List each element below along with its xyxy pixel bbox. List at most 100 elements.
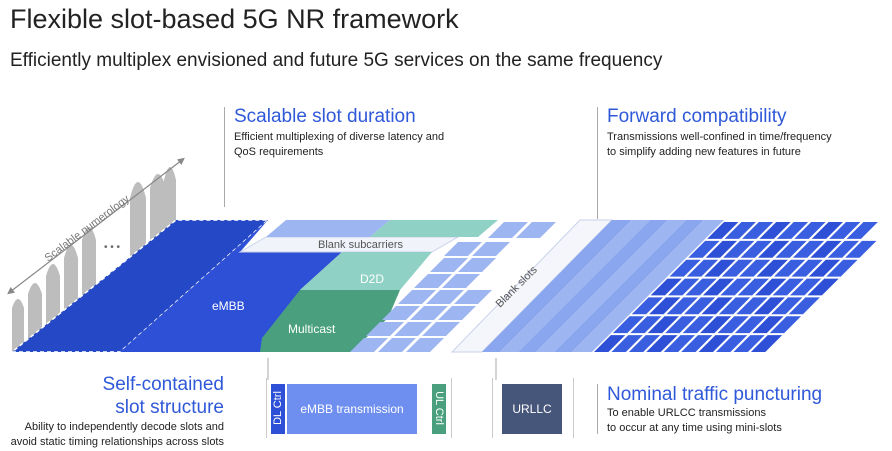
forward-grid-cell <box>753 297 786 315</box>
forward-grid-cell <box>829 222 861 239</box>
self-contained-text: Ability to independently decode slots an… <box>11 420 224 450</box>
forward-grid-cell <box>702 278 735 296</box>
multicast-label: Multicast <box>288 322 336 336</box>
forward-grid-cell <box>756 259 788 277</box>
forward-grid-cell <box>665 316 697 334</box>
forward-grid-cell <box>718 297 751 315</box>
forward-grid-cell <box>668 278 700 296</box>
forward-grid-cell <box>811 222 844 239</box>
puncturing-line1: To enable URLCC transmissions <box>607 407 766 419</box>
forward-grid-cell <box>724 222 756 239</box>
dl-ctrl-box: DL Ctrl <box>271 384 285 434</box>
self-contained-heading1: Self-contained <box>102 374 224 395</box>
forward-grid-cell <box>771 297 803 315</box>
dl-ctrl-label: DL Ctrl <box>272 391 284 425</box>
forward-grid-cell <box>846 222 878 239</box>
upper-strip-teal <box>370 220 498 237</box>
forward-grid-cell <box>758 240 790 258</box>
forward-grid-cell <box>734 316 767 334</box>
forward-grid-cell <box>682 316 714 334</box>
scalable-slot-line2: QoS requirements <box>234 146 324 158</box>
forward-grid-cell <box>742 222 774 239</box>
forward-grid-cell <box>684 297 716 315</box>
forward-grid-cell <box>628 335 661 352</box>
page-subtitle: Efficiently multiplex envisioned and fut… <box>10 50 663 71</box>
forward-grid-cell <box>723 240 755 258</box>
puncturing-line2: to occur at any time using mini-slots <box>607 422 782 434</box>
forward-grid-cell <box>827 240 860 258</box>
urllc-frame <box>492 378 574 438</box>
forward-grid-cell <box>594 335 626 352</box>
forward-grid-cell <box>685 278 717 296</box>
puncturing-callout-line <box>597 384 598 434</box>
forward-grid-cell <box>701 297 733 315</box>
pulse-1 <box>12 299 24 352</box>
forward-compat-line2: to simplify adding new features in futur… <box>607 146 801 158</box>
forward-grid-cell <box>769 316 802 334</box>
forward-grid-cell <box>663 335 696 352</box>
forward-grid-cell <box>700 316 732 334</box>
forward-grid-cell <box>612 316 645 334</box>
forward-grid-cell <box>772 278 804 296</box>
forward-grid-cell <box>733 335 765 352</box>
self-contained-heading2: slot structure <box>115 397 224 418</box>
forward-grid-cell <box>681 335 713 352</box>
forward-grid-cell <box>721 259 754 277</box>
forward-grid-cell <box>739 259 771 277</box>
forward-grid-cell <box>647 316 680 334</box>
embb-label: eMBB <box>212 299 245 313</box>
d2d-label: D2D <box>360 272 384 286</box>
forward-grid-cell <box>794 222 826 239</box>
forward-grid-cell <box>686 259 719 277</box>
multicast-top <box>318 290 400 318</box>
forward-grid-cell <box>649 297 681 315</box>
forward-grid-cell <box>776 222 809 239</box>
forward-grid-cell <box>826 259 858 277</box>
mini-slot-grid <box>350 222 556 352</box>
embb-transmission-box: eMBB transmission <box>287 384 417 434</box>
upper-strip-left <box>266 220 390 237</box>
forward-grid-cell <box>631 297 664 315</box>
forward-grid-cell <box>646 335 678 352</box>
forward-grid-cell <box>650 278 682 296</box>
forward-grid-cell <box>807 278 839 296</box>
forward-grid-cell <box>755 278 787 296</box>
numerology-arrow <box>7 157 185 295</box>
slot-structure-frame <box>266 378 452 438</box>
forward-grid-cell <box>707 222 739 239</box>
self-contained-line2: avoid static timing relationships across… <box>10 436 224 448</box>
puncturing-heading: Nominal traffic puncturing <box>607 384 823 405</box>
blank-subcarriers-label: Blank subcarriers <box>318 239 403 251</box>
scalable-slot-line1: Efficient multiplexing of diverse latenc… <box>234 131 445 143</box>
diagonal-stripes <box>482 220 724 352</box>
ul-ctrl-box: UL Ctrl <box>432 384 446 434</box>
ul-ctrl-label: UL Ctrl <box>433 391 445 425</box>
self-contained-line1: Ability to independently decode slots an… <box>24 421 224 433</box>
forward-grid-cell <box>720 278 752 296</box>
numerology-region <box>9 219 270 353</box>
forward-grid-cell <box>792 240 825 258</box>
forward-grid-cell <box>666 297 698 315</box>
forward-grid-cell <box>788 297 820 315</box>
forward-grid-cell <box>736 297 768 315</box>
forward-compat-line1: Transmissions well-confined in time/freq… <box>607 131 832 143</box>
scalable-slot-text: Efficient multiplexing of diverse latenc… <box>234 130 494 160</box>
forward-grid-cell <box>750 335 783 352</box>
forward-compat-heading: Forward compatibility <box>607 106 787 127</box>
scalable-slot-heading: Scalable slot duration <box>234 106 416 127</box>
forward-grid-cell <box>775 240 807 258</box>
forward-grid-cell <box>791 259 823 277</box>
forward-grid-cell <box>669 259 701 277</box>
forward-callout-line <box>597 107 598 219</box>
forward-grid-cell <box>845 240 877 258</box>
urllc-box: URLLC <box>502 384 562 434</box>
scalable-callout-line <box>224 107 225 207</box>
forward-grid-cell <box>704 259 736 277</box>
forward-grid-cell <box>705 240 738 258</box>
forward-grid-cell <box>716 335 748 352</box>
forward-grid-cell <box>717 316 749 334</box>
forward-grid-cell <box>740 240 772 258</box>
forward-grid-cell <box>698 335 730 352</box>
forward-grid-cell <box>630 316 662 334</box>
